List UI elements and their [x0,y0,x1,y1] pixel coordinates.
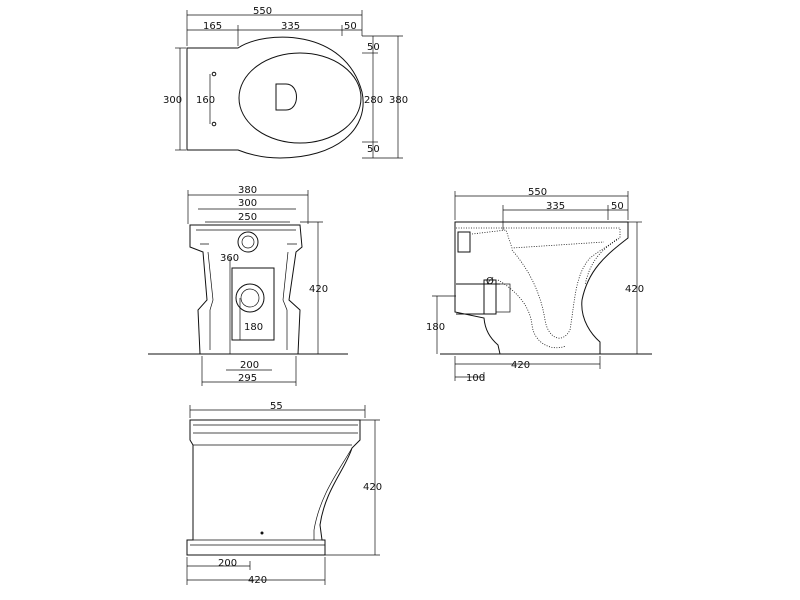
fixing-hole-icon [211,121,217,127]
dim-overall-depth: 380 [389,95,408,106]
side-section-outline [454,221,629,355]
dim-bowl-depth: 280 [364,95,383,106]
dim-rear-width-top: 380 [238,185,257,196]
dim-side-front-offset: 50 [611,201,624,212]
dim-rear-width-mid: 300 [238,198,257,209]
outlet-icon [235,283,265,313]
dim-front-length: 55 [270,401,283,412]
dim-bottom-offset: 50 [367,144,380,155]
rear-outlet-panel [231,267,275,341]
top-view-outline [186,36,364,159]
dim-width: 300 [163,95,182,106]
top-view-bowl [238,52,362,144]
dim-side-outlet-offset: 100 [466,373,485,384]
dim-rear-base-outer: 295 [238,373,257,384]
dim-side-outlet-height: 180 [426,322,445,333]
dim-rear-base-inner: 200 [240,360,259,371]
dim-top-offset: 50 [367,42,380,53]
front-view: 55 420 200 420 [186,401,382,586]
dim-bowl-part: 335 [281,21,300,32]
dim-rear-height: 420 [309,284,328,295]
dim-side-height: 420 [625,284,644,295]
dim-side-base-length: 420 [511,360,530,371]
dim-fixing-spacing: 160 [196,95,215,106]
water-inlet-icon [237,231,259,253]
dim-front-offset: 200 [218,558,237,569]
top-view-drain [275,83,297,111]
dim-rear-part: 165 [203,21,222,32]
rear-view-outline [189,224,303,355]
marker-icon [260,531,264,535]
dim-rear-outlet-height: 360 [220,253,239,264]
dim-front-offset: 50 [344,21,357,32]
dim-front-base-length: 420 [248,575,267,586]
dim-rear-outlet-center: 180 [244,322,263,333]
pipe-label: Ø [486,275,494,287]
front-view-outline [186,419,361,556]
side-section-view: Ø 550 335 50 420 180 420 100 [426,187,652,384]
dim-front-height: 420 [363,482,382,493]
dim-side-bowl-length: 335 [546,201,565,212]
fixing-hole-icon [211,71,217,77]
rear-view: 380 300 250 360 420 180 200 295 [148,185,348,386]
dim-overall-length: 550 [253,6,272,17]
dim-side-length: 550 [528,187,547,198]
top-view: 550 165 335 50 300 160 50 280 380 50 [163,6,408,159]
dim-rear-width-low: 250 [238,212,257,223]
